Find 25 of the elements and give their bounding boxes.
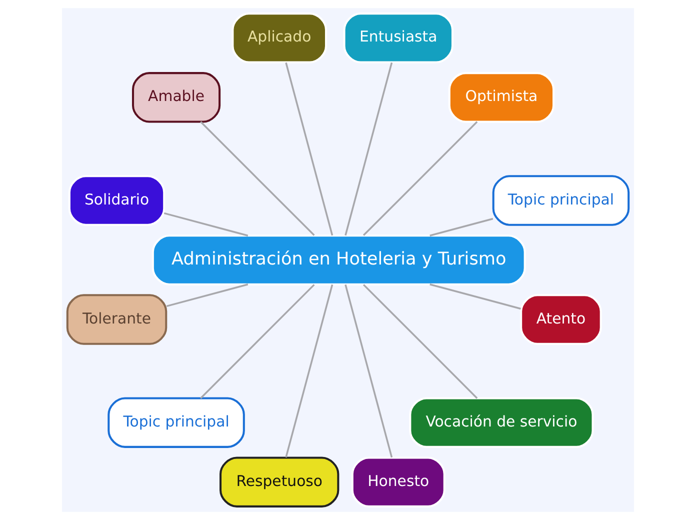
node-box: Entusiasta (343, 12, 454, 64)
node-box: Topic principal (492, 175, 630, 226)
node-box: Administración en Hoteleria y Turismo (152, 234, 526, 286)
connector (285, 62, 334, 236)
node-box: Solidario (68, 175, 166, 226)
connector (344, 284, 393, 458)
connector (430, 218, 494, 236)
connector (166, 284, 248, 308)
connector (200, 121, 315, 236)
connector (344, 62, 393, 236)
connector (362, 121, 478, 236)
node-box: Honesto (351, 456, 446, 508)
node-box: Topic principal (108, 397, 245, 448)
connector (200, 284, 315, 399)
node-box: Respetuoso (220, 456, 340, 508)
node-box: Aplicado (232, 12, 328, 64)
connector (285, 284, 334, 458)
connector (362, 284, 478, 399)
node-box: Optimista (448, 72, 555, 123)
node-box: Amable (132, 72, 221, 123)
connector (430, 284, 521, 310)
node-box: Tolerante (66, 294, 168, 345)
connector (164, 212, 248, 236)
node-box: Atento (520, 294, 602, 345)
node-box: Vocación de servicio (409, 397, 594, 448)
